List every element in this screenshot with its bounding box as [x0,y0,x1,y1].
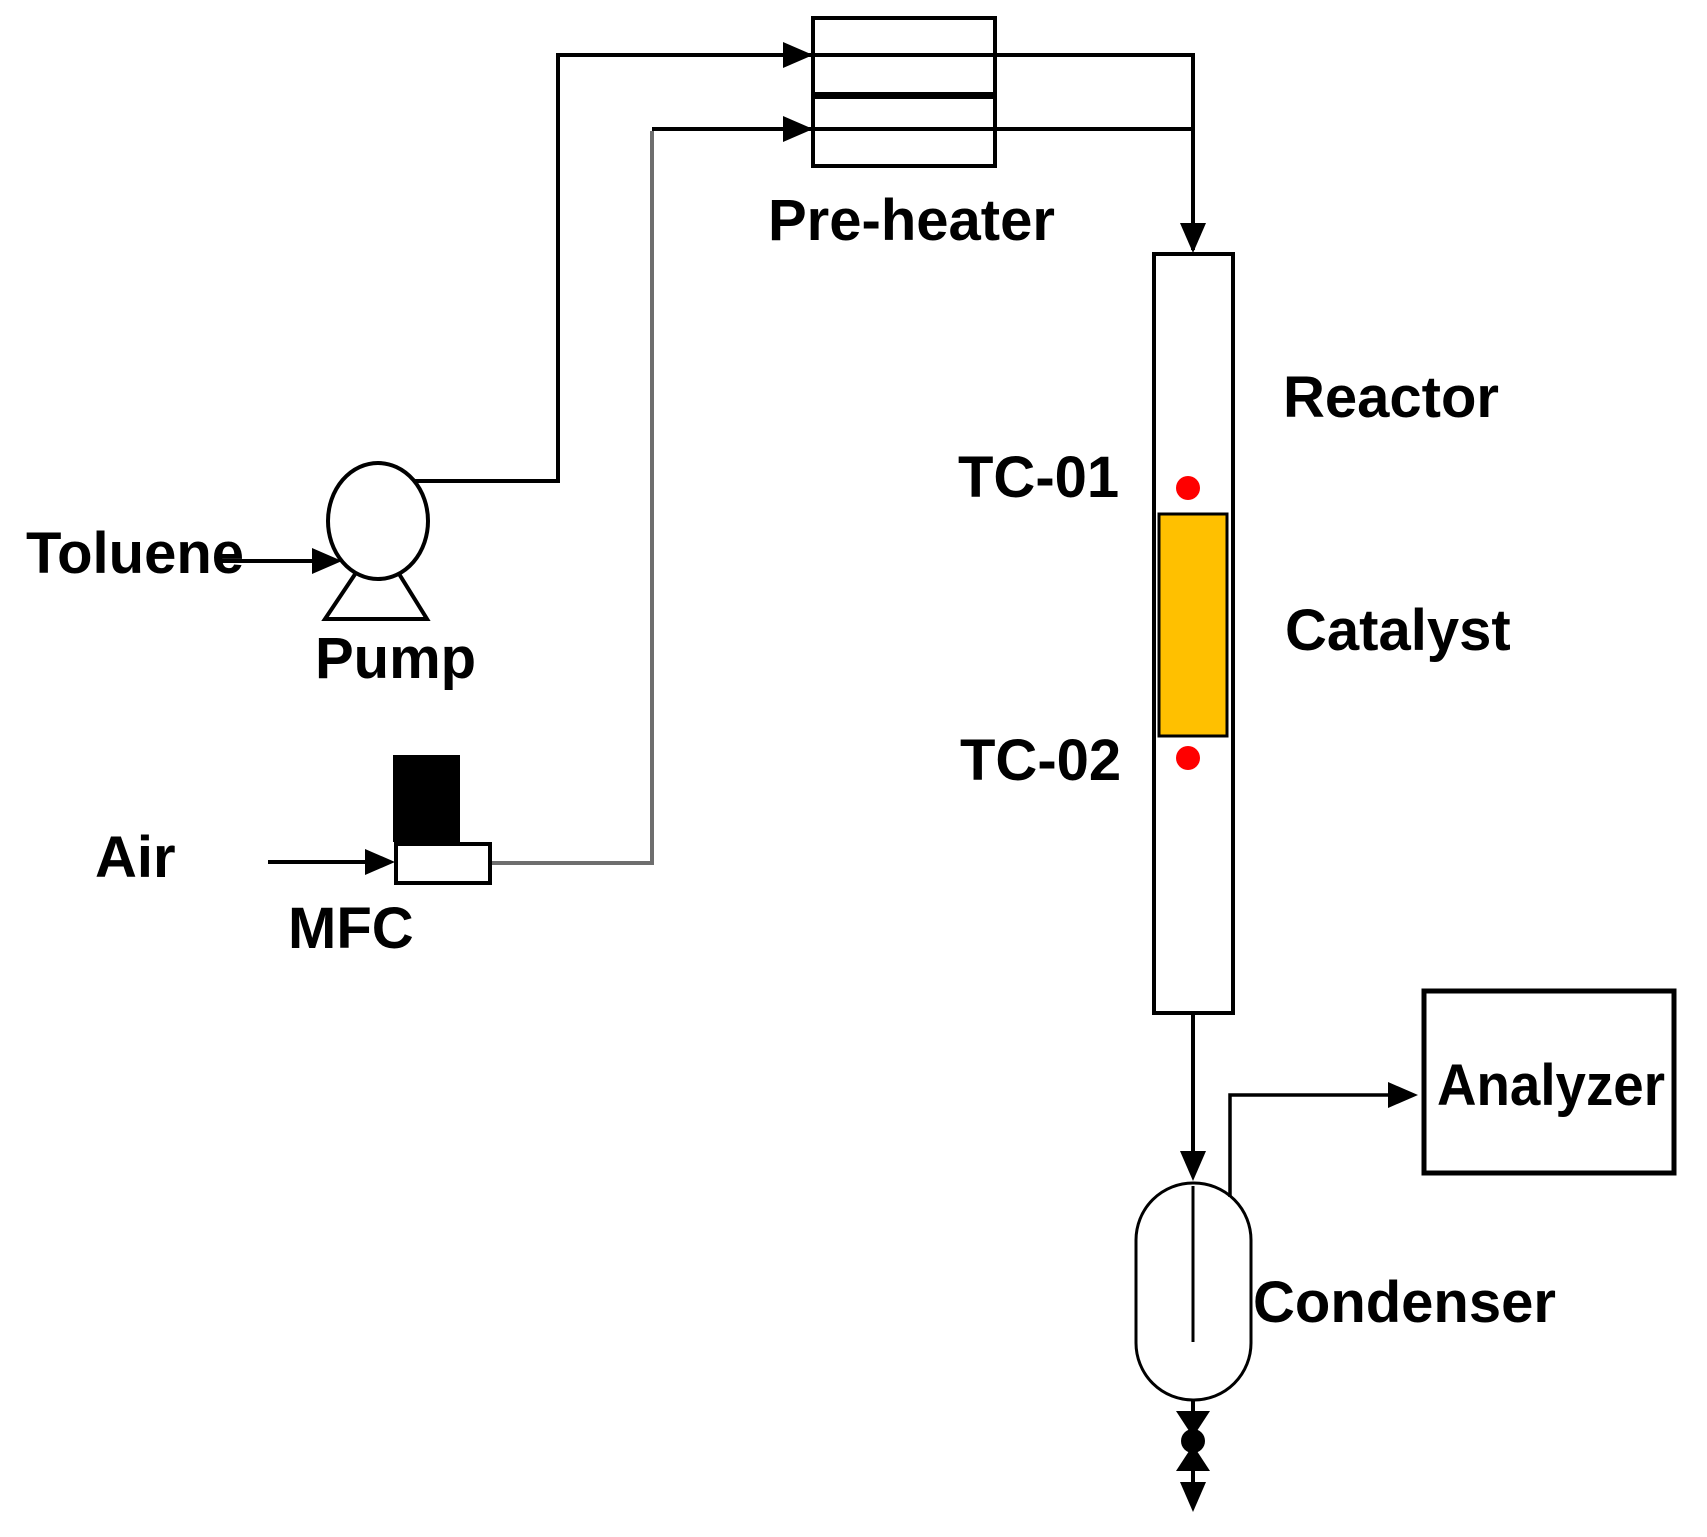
mfc-actuator-block [393,755,460,842]
analyzer-label: Analyzer [1437,1053,1665,1118]
preheater-label: Pre-heater [768,188,1055,253]
condenser-label: Condenser [1253,1270,1556,1335]
flow-arrow-into-reactor [1180,223,1206,253]
drain-valve-top [1176,1411,1210,1437]
air-arrow [365,849,395,875]
preheater-shell-bottom [811,95,997,168]
drain-valve-bottom [1176,1445,1210,1471]
mfc-label: MFC [288,896,414,961]
tc01-label: TC-01 [958,445,1119,510]
air-label: Air [95,825,176,890]
drain-outlet-arrow [1180,1482,1206,1512]
analyzer-box [1421,988,1677,1176]
catalyst-bed [1157,512,1229,738]
tc01-dot [1176,476,1200,500]
tc02-dot [1176,746,1200,770]
flow-arrow-into-condenser [1180,1151,1206,1181]
mfc-outlet-line [490,131,654,865]
catalyst-label: Catalyst [1285,598,1511,663]
condenser-to-analyzer-line [1228,1093,1390,1197]
pump-to-reactor-line [412,53,1195,483]
flow-arrow-into-analyzer [1388,1082,1418,1108]
toluene-arrow [312,548,342,574]
reactor-label: Reactor [1283,365,1499,430]
toluene-label: Toluene [26,521,244,586]
mfc-body [394,842,492,885]
flow-arrow-into-preheater-bottom [783,116,813,142]
pump-symbol [326,461,430,581]
pump-label: Pump [315,626,476,691]
drain-valve-ball [1181,1429,1205,1453]
flow-arrow-into-preheater-top [783,42,813,68]
tc02-label: TC-02 [960,728,1121,793]
